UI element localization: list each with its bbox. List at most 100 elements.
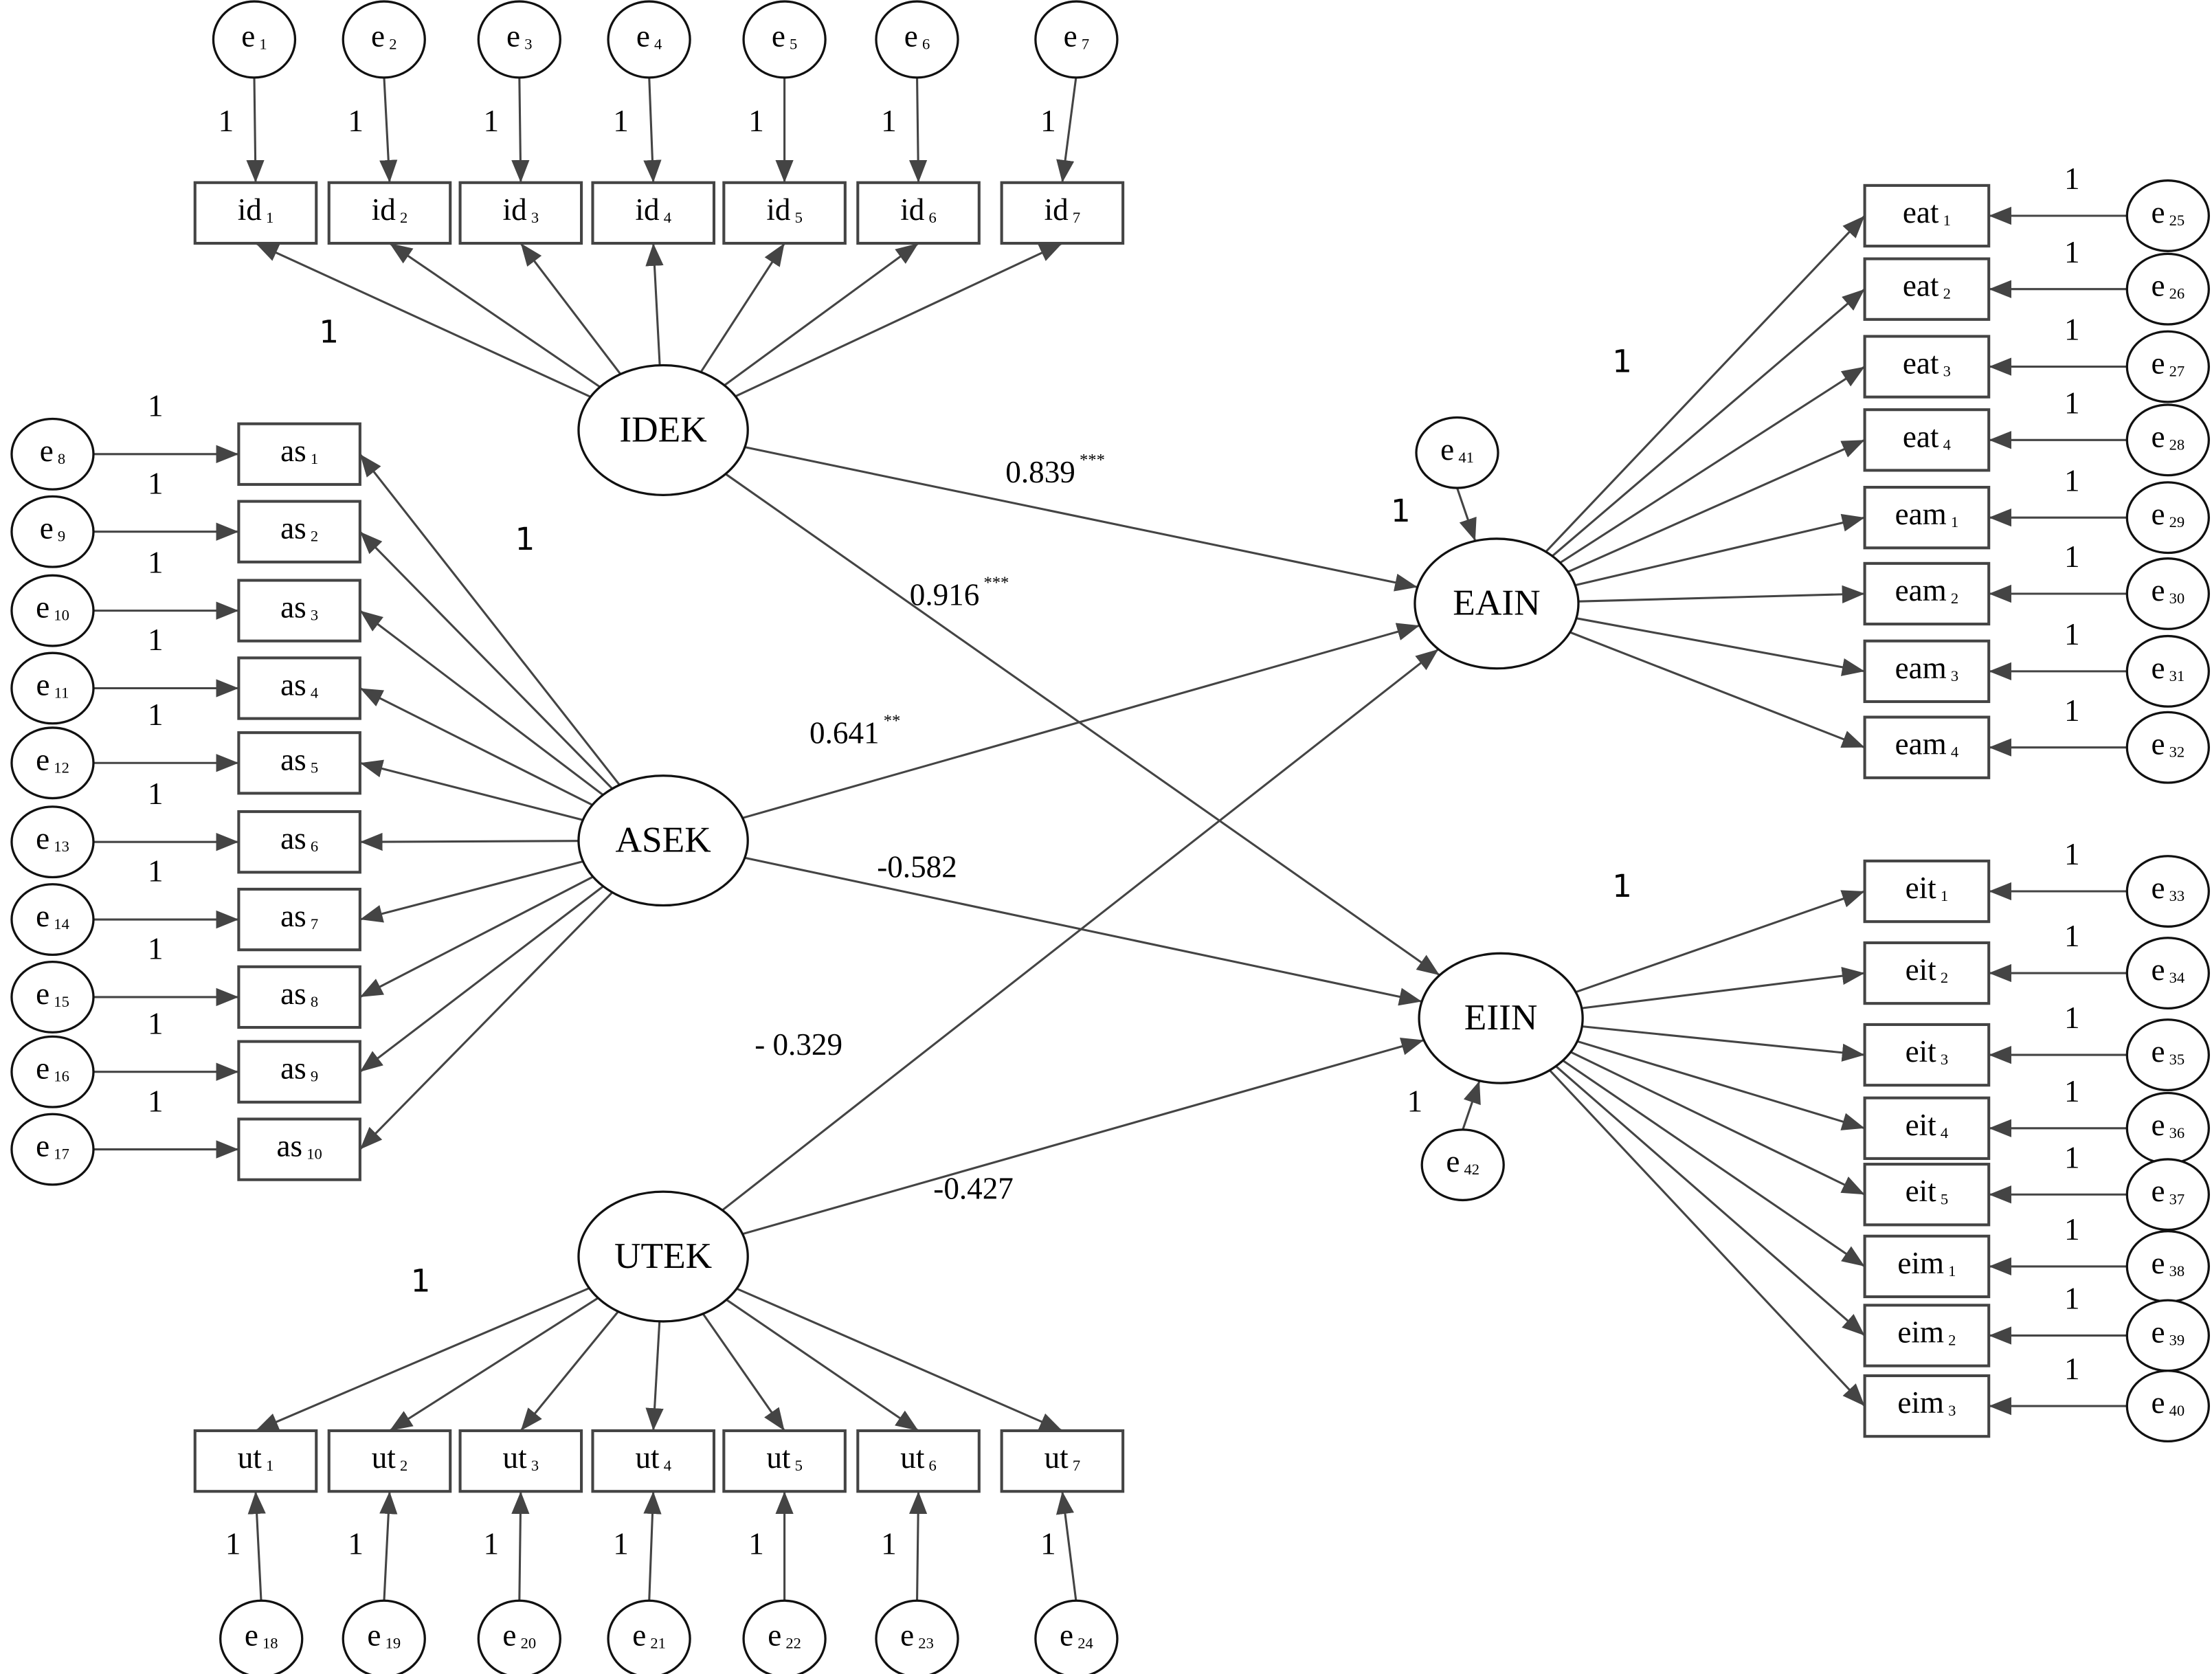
error-e12 (10, 726, 95, 800)
loading-arrow (735, 242, 1063, 398)
error-e7 (1034, 0, 1119, 79)
error-arrow (511, 1491, 530, 1604)
indicator-id3 (458, 181, 583, 245)
error-weight-label: 1 (2064, 313, 2080, 347)
indicator-ut7 (1000, 1429, 1125, 1493)
indicator-id4 (591, 181, 716, 245)
error-e33 (2125, 855, 2210, 928)
error-weight-label: 1 (2064, 837, 2080, 871)
error-arrow (511, 74, 530, 183)
latent-label-eain: EAIN (1453, 582, 1540, 623)
indicator-as8 (237, 965, 361, 1029)
error-weight-label: 1 (483, 104, 499, 138)
indicator-eim3 (1863, 1374, 1991, 1438)
error-weight-label: 1 (225, 1527, 241, 1561)
error-arrow (379, 74, 398, 183)
error-weight-label: 1 (148, 698, 164, 732)
indicator-ut1 (193, 1429, 318, 1493)
error-weight-label: 1 (219, 104, 234, 138)
path-coefficient: -0.582 (877, 850, 957, 884)
indicator-as2 (237, 500, 361, 563)
error-e5 (742, 0, 827, 79)
error-arrow (908, 74, 928, 183)
indicator-as10 (237, 1117, 361, 1181)
error-weight-label: 1 (2064, 1140, 2080, 1174)
loading-arrow (1545, 214, 1866, 553)
path-coefficient: 0.916*** (910, 573, 1009, 612)
indicator-eit3 (1863, 1023, 1991, 1087)
error-e3 (477, 0, 561, 79)
loading-arrow (359, 875, 594, 998)
latent-label-eiin: EIIN (1464, 996, 1538, 1038)
loading-arrow (359, 453, 621, 786)
structural-path-asek-eiin (744, 856, 1422, 1006)
error-weight-label: 1 (148, 854, 164, 889)
latent-eiin (1418, 952, 1584, 1084)
error-e24 (1034, 1599, 1119, 1674)
error-e4 (607, 0, 691, 79)
marker-loading-label: 1 (1612, 868, 1632, 904)
loading-arrow (359, 687, 593, 806)
indicator-as9 (237, 1040, 361, 1104)
indicator-ut3 (458, 1429, 583, 1493)
indicator-id2 (327, 181, 452, 245)
error-weight-label: 1 (881, 1527, 897, 1561)
error-weight-label: 1 (148, 623, 164, 657)
error-e6 (875, 0, 959, 79)
path-coefficient: - 0.329 (755, 1027, 842, 1062)
error-weight-label: 1 (2064, 235, 2080, 269)
error-e35 (2125, 1018, 2210, 1092)
indicator-as1 (237, 422, 361, 486)
error-e20 (477, 1599, 561, 1674)
error-weight-label: 1 (148, 545, 164, 579)
loading-arrow (1581, 967, 1865, 1009)
loading-arrow (645, 1321, 664, 1431)
error-weight-label: 1 (2064, 1282, 2080, 1316)
latent-eain (1414, 537, 1580, 670)
loading-arrow (520, 243, 622, 375)
structural-path-idek-eain (744, 446, 1418, 592)
error-e23 (875, 1599, 959, 1674)
disturbance-arrow (1462, 1080, 1481, 1130)
latent-label-asek: ASEK (615, 818, 711, 860)
error-e10 (10, 574, 95, 647)
error-weight-label: 1 (881, 104, 897, 138)
error-e17 (10, 1113, 95, 1186)
loading-arrow (359, 531, 614, 790)
loading-arrow (359, 832, 579, 851)
loading-arrow (700, 243, 785, 373)
error-e15 (10, 960, 95, 1034)
loading-arrow (1569, 631, 1866, 749)
error-weight-label: 1 (148, 1006, 164, 1040)
indicator-id5 (722, 181, 847, 245)
